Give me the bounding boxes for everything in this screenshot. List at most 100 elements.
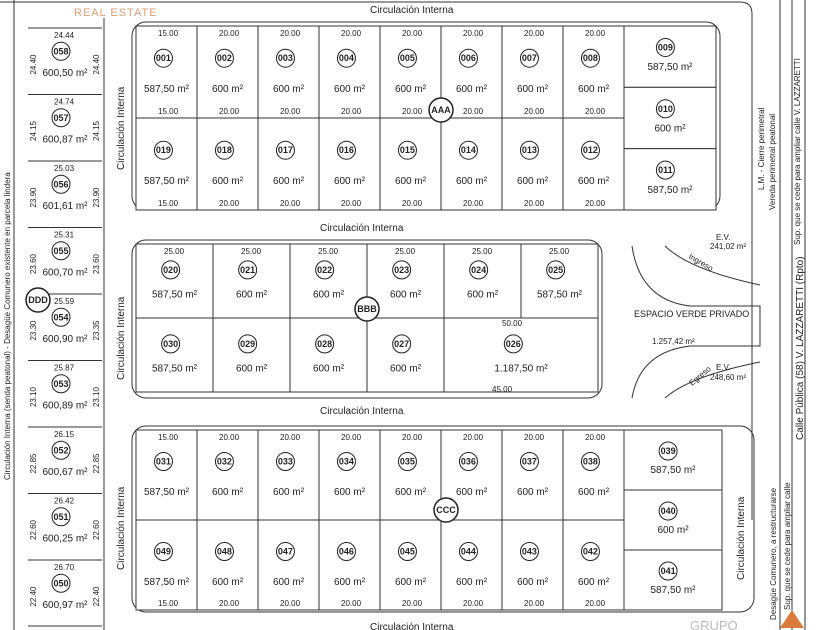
lot-number: 023 [394, 265, 409, 275]
lot-parcel [501, 519, 564, 611]
lot-area: 601,61 m² [42, 201, 88, 212]
lot-number-circle [658, 561, 678, 581]
lot-side-dim: 22.40 [92, 586, 101, 607]
lot-parcel [318, 429, 381, 521]
lot-area: 600 m² [334, 487, 366, 498]
lot-area: 600 m² [334, 176, 366, 187]
lot-number-circle [392, 260, 412, 280]
dim-bottom: 20.00 [402, 199, 423, 208]
lot-number: 024 [471, 265, 486, 275]
dim-bottom: 20.00 [341, 107, 362, 116]
lot-parcel [562, 117, 625, 211]
lot-area: 600 m² [395, 84, 427, 95]
dim-45: 45.00 [492, 385, 513, 394]
lot-area: 600 m² [212, 176, 244, 187]
lot-number-circle [51, 507, 71, 527]
lot-area: 600 m² [657, 525, 689, 536]
lot-number-circle [315, 334, 335, 354]
lot-number-circle [214, 452, 234, 471]
lot-area: 587,50 m² [152, 363, 198, 374]
lot-area: 587,50 m² [144, 487, 190, 498]
dim-bottom: 20.00 [524, 107, 545, 116]
lot-031[interactable]: 031 587,50 m² [135, 429, 198, 521]
ingreso-label: Ingreso [687, 252, 715, 273]
lot-number: 031 [156, 457, 171, 467]
lot-number-circle [519, 48, 539, 68]
lot-number-circle [503, 334, 523, 354]
lot-area: 587,50 m² [647, 185, 693, 196]
lot-area: 600,97 m² [42, 600, 88, 611]
lot-number: 009 [658, 42, 673, 52]
lot-area: 600 m² [236, 363, 268, 374]
block-tag-text: CCC [436, 505, 456, 515]
lot-number: 035 [400, 457, 415, 467]
lot-number-circle [519, 140, 539, 160]
lot-number-circle [658, 501, 678, 521]
lot-parcel [379, 519, 442, 611]
lot-number-circle [655, 160, 675, 180]
block-tag-circle [428, 97, 454, 123]
lot-number: 004 [339, 53, 354, 63]
dim-bottom: 20.00 [463, 107, 484, 116]
dim-top: 25.00 [549, 247, 570, 256]
block-tag-circle [433, 497, 459, 523]
green-space-label: ESPACIO VERDE PRIVADO [634, 309, 749, 319]
perimeter-lines [0, 0, 806, 630]
lot-parcel [212, 243, 291, 319]
lot-number: 044 [461, 547, 476, 557]
